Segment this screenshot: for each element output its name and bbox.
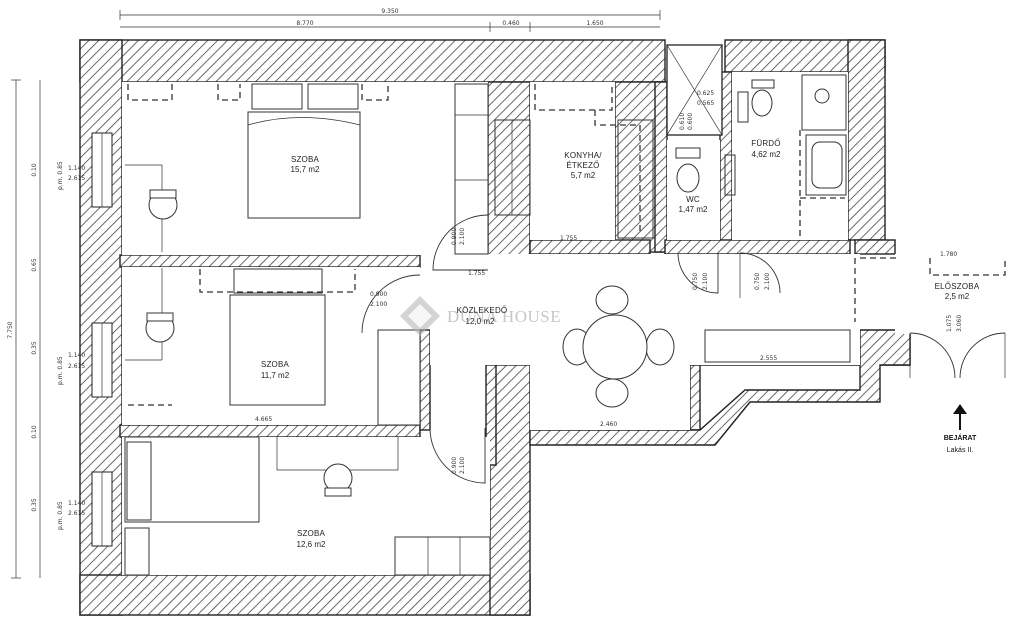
dim-left-seg5: 0.35 [31,498,38,512]
dim-d6: 1.780 [940,251,957,258]
shaft-dim-b: 0.565 [697,100,714,107]
door-5-h: 2.100 [764,273,771,290]
dim-top-seg2: 0.460 [502,20,519,27]
door-3-w: 0.900 [451,457,458,474]
window-1-sill: p.m. 0.85 [57,161,64,190]
shaft-dim-d: 0.600 [687,113,694,130]
room-name-szoba-2: SZOBA [261,360,290,369]
window-1-width: 1.140 [68,165,85,172]
watermark-text: DUNA HOUSE [447,307,561,326]
dining-table [562,285,675,408]
dim-left-total: 7.750 [7,321,14,338]
room-name-szoba-1: SZOBA [291,155,320,164]
doors [361,214,1006,484]
dim-d4: 2.555 [760,355,777,362]
door-3-h: 2.100 [459,457,466,474]
room-name-konyha-2: ÉTKEZŐ [566,161,599,170]
watermark-logo [400,296,440,336]
chair-3 [323,463,353,497]
dim-left-seg3: 0.35 [31,341,38,355]
entrance-arrow [953,404,967,430]
misc-dimensions: 0.625 0.565 0.610 0.600 1.755 4.665 2.46… [255,90,957,428]
double-bed-2 [229,294,326,406]
dim-top-seg1: 8.770 [296,20,313,27]
walls [79,39,911,616]
window-1-height: 2.615 [68,175,85,182]
chair-2 [145,312,175,343]
door-1-h: 2.100 [459,228,466,245]
window-labels: 1.140 2.615 p.m. 0.85 1.140 2.615 p.m. 0… [57,161,85,530]
dim-d1: 1.755 [468,270,485,277]
room-area-furdo: 4,62 m2 [752,150,781,159]
window-3-width: 1.140 [68,500,85,507]
window-2-height: 2.615 [68,363,85,370]
dim-d3: 2.460 [600,421,617,428]
entrance-sublabel: Lakás II. [947,447,974,454]
chair-1 [148,189,178,220]
door-4-h: 2.100 [702,273,709,290]
room-area-konyha: 5,7 m2 [571,171,596,180]
room-name-eloszoba: ELŐSZOBA [935,282,980,291]
door-4-w: 0.750 [692,273,699,290]
dim-d2: 4.665 [255,416,272,423]
door-6-h: 3.060 [956,315,963,332]
door-6-w: 1.075 [946,315,953,332]
top-dimension-lines: 9.350 8.770 0.460 1.650 [119,8,661,32]
entrance-label: BEJÁRAT [944,433,977,442]
room-name-furdo: FÜRDŐ [751,139,780,148]
door-2-w: 0.900 [370,291,387,298]
window-3-sill: p.m. 0.85 [57,501,64,530]
room-area-szoba-3: 12,6 m2 [297,540,326,549]
toilet-wc [675,147,701,193]
shaft-dim-c: 0.610 [679,113,686,130]
door-2-h: 2.100 [370,301,387,308]
dim-d5: 1.755 [560,235,577,242]
toilet-bath [751,79,775,117]
dim-left-seg4: 0.10 [31,163,38,177]
room-area-kozlekedo: 12,0 m2 [466,317,495,326]
door-1-w: 0.900 [451,228,458,245]
room-area-wc: 1,47 m2 [679,205,708,214]
left-dimension-lines: 7.750 0.65 0.10 0.35 0.10 0.35 [7,79,41,579]
double-bed-1 [247,111,361,219]
room-area-eloszoba: 2,5 m2 [945,292,970,301]
door-5-w: 0.750 [754,273,761,290]
window-2-sill: p.m. 0.85 [57,356,64,385]
window-2-width: 1.140 [68,352,85,359]
door-labels: 0.900 2.100 0.900 2.100 0.900 2.100 0.75… [370,228,963,474]
shaft-dim-a: 0.625 [697,90,714,97]
dim-top-seg3: 1.650 [586,20,603,27]
furniture [124,74,1006,576]
window-3-height: 2.615 [68,510,85,517]
room-name-wc: WC [686,195,700,204]
room-area-szoba-2: 11,7 m2 [261,371,290,380]
room-name-kozlekedo: KÖZLEKEDŐ [457,306,508,315]
room-name-szoba-3: SZOBA [297,529,326,538]
room-name-konyha: KONYHA/ [564,151,602,160]
dim-top-total: 9.350 [381,8,398,15]
dim-left-seg1: 0.65 [31,258,38,272]
dim-left-seg2: 0.10 [31,425,38,439]
room-area-szoba-1: 15,7 m2 [291,165,320,174]
room-labels: SZOBA 15,7 m2 SZOBA 11,7 m2 SZOBA 12,6 m… [261,139,980,549]
